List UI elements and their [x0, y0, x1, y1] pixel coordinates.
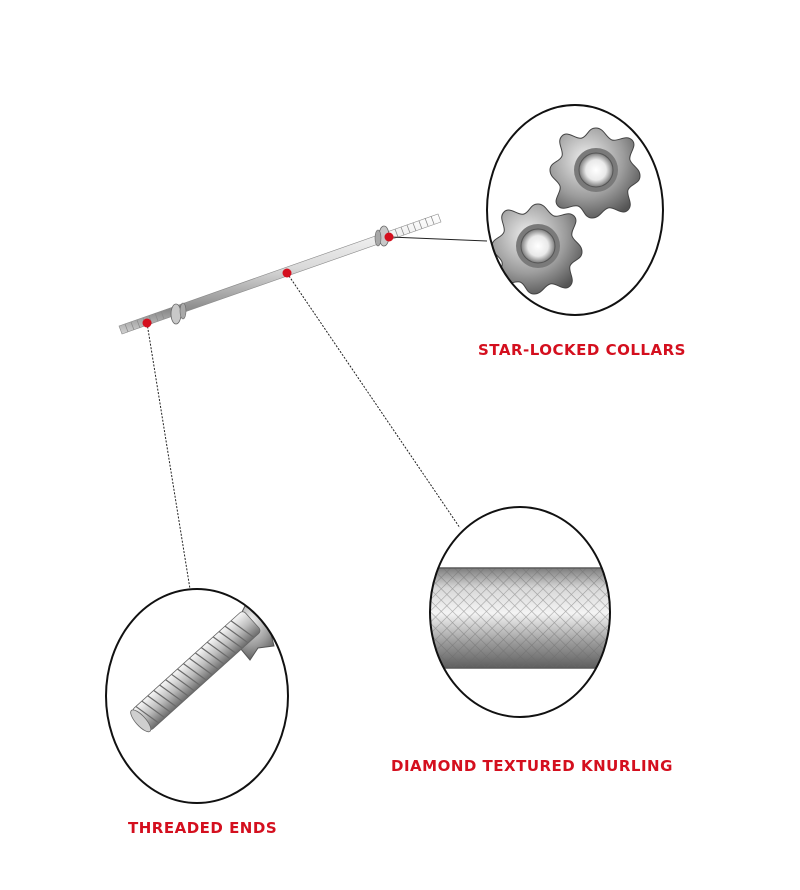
callout-knurling-outline [429, 506, 611, 718]
threaded-ends-label: THREADED ENDS [128, 819, 278, 837]
leader-threaded [146, 322, 191, 590]
star-nut-lower [491, 203, 583, 295]
callout-threaded-outline [105, 588, 289, 804]
collar-right [374, 225, 390, 247]
callout-collars [486, 104, 664, 316]
collars-label: STAR-LOCKED COLLARS [478, 341, 686, 359]
barbell-rod [118, 213, 442, 335]
leader-collars [389, 236, 488, 242]
markers [142, 232, 394, 328]
leader-knurling [286, 272, 461, 529]
leader-lines [146, 236, 488, 590]
star-nut-upper [549, 127, 641, 219]
callout-threaded [105, 588, 289, 804]
marker-knurling [282, 268, 292, 278]
callout-collars-outline [486, 104, 664, 316]
marker-threaded [142, 318, 152, 328]
knurling-label: DIAMOND TEXTURED KNURLING [391, 757, 673, 775]
collar-left [170, 302, 187, 325]
threaded-rod [130, 611, 261, 733]
marker-collar [384, 232, 394, 242]
callout-knurling [429, 506, 611, 718]
